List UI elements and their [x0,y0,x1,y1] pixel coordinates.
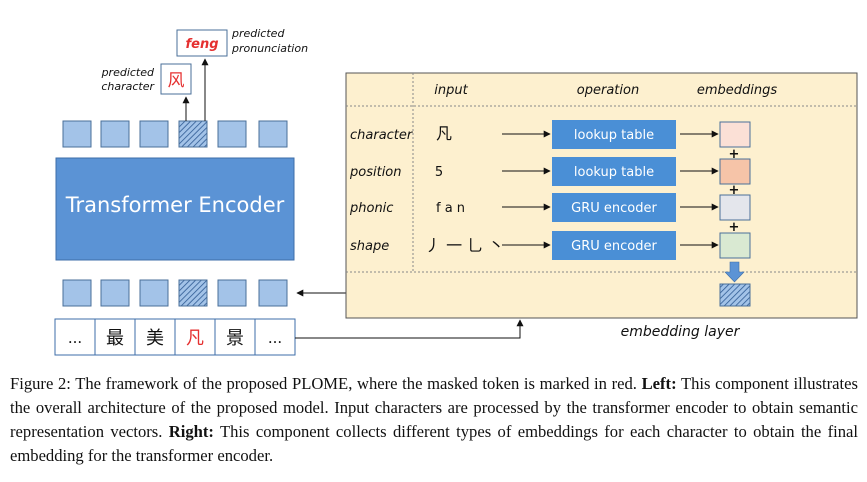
row-type-label: character [350,128,414,143]
row-input-value: f a n [436,201,465,216]
operation-box [552,157,676,186]
transformer-encoder-block [55,157,295,261]
input-token: 景 [226,328,244,349]
header-input: input [434,83,468,98]
caption-lead: Figure 2: The framework of the proposed … [10,374,642,393]
predicted-pronunciation-note-line2: pronunciation [231,42,308,55]
row-type-label: shape [350,239,389,254]
plus-sign: + [729,183,740,198]
predicted-pronunciation: feng [185,37,218,52]
masked-input-token: 凡 [186,328,204,349]
row-input-value: 丿 一 乚 丶 [425,236,504,255]
operation-box [552,193,676,222]
input-token: 美 [146,328,164,349]
plome-framework-diagram: Transformer Encoder ... 最 美 凡 景 ... [54,27,858,356]
output-token-box [258,120,288,148]
embedding-layer-label: embedding layer [621,324,741,340]
operation-label: GRU encoder [571,201,657,216]
position-embedding-box [719,158,751,185]
operation-box [552,120,676,149]
masked-embedding-token-box [178,279,208,307]
output-token-box [139,120,169,148]
row-type-label: phonic [349,201,393,216]
row-input-value: 凡 [436,124,452,143]
embedding-token-box [139,279,169,307]
shape-embedding-box [719,232,751,259]
figure-caption: Figure 2: The framework of the proposed … [10,372,858,468]
input-token: ... [68,329,82,347]
operation-label: GRU encoder [571,239,657,254]
header-embeddings: embeddings [697,83,778,98]
row-input-value: 5 [435,165,443,180]
predicted-character-note-line1: predicted [101,66,155,79]
predicted-pronunciation-note-line1: predicted [231,27,285,40]
character-embedding-box [719,121,751,148]
down-arrow-icon [724,261,745,283]
embedding-token-box [258,279,288,307]
encoder-label: Transformer Encoder [65,193,285,217]
input-token: ... [268,329,282,347]
caption-right-label: Right: [168,422,214,441]
masked-output-token-box [178,120,208,148]
embedding-layer-panel: input operation embeddings character 凡 l… [345,72,858,319]
caption-left-text: This component illustrates the overall a… [10,374,858,441]
row-type-label: position [349,165,402,180]
header-operation: operation [577,83,639,98]
output-token-box [62,120,92,148]
operation-label: lookup table [574,128,654,143]
arrow-input-to-embedding-layer [295,319,524,339]
embedding-token-box [62,279,92,307]
output-token-row [62,120,288,148]
operation-box [552,231,676,260]
output-token-box [100,120,130,148]
embedding-token-box [217,279,247,307]
final-embedding-box [719,283,751,307]
operation-label: lookup table [574,165,654,180]
output-token-box [217,120,247,148]
predicted-character: 风 [168,71,185,91]
embedding-token-row [62,279,288,307]
predicted-character-note-line2: character [101,80,155,93]
input-character-row: ... 最 美 凡 景 ... [54,318,296,356]
phonic-embedding-box [719,194,751,221]
caption-left-label: Left: [641,374,677,393]
predicted-character-box [160,63,192,95]
plus-sign: + [729,220,740,235]
embedding-token-box [100,279,130,307]
plus-sign: + [729,147,740,162]
predicted-pronunciation-box [176,29,228,57]
left-model: Transformer Encoder ... 最 美 凡 景 ... [54,27,524,356]
caption-right-text: This component collects different types … [10,422,858,465]
input-token: 最 [106,328,124,349]
